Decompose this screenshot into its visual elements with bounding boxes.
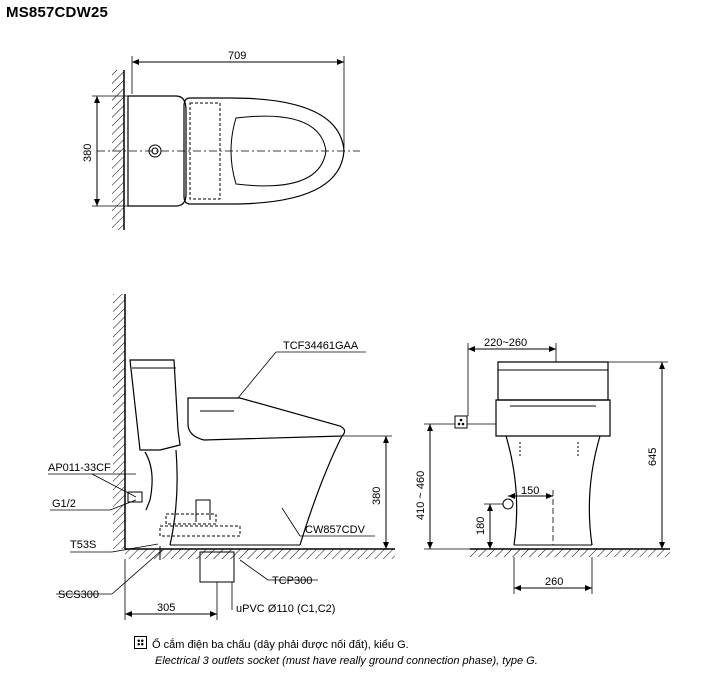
wall-hatch-side [113, 294, 125, 549]
bowl-opening-top [230, 115, 327, 187]
top-view: 709 380 [82, 50, 360, 230]
label-drain: uPVC Ø110 (C1,C2) [236, 603, 335, 615]
dim-380-top-label: 380 [82, 144, 94, 162]
tank-outline-front [497, 361, 609, 401]
tank-outline-side [129, 359, 181, 451]
angle-valve [127, 491, 143, 503]
legend-vi-row: Ổ cắm điện ba chấu (dây phải được nối đấ… [134, 636, 538, 653]
water-inlet-front [502, 498, 514, 510]
dim-709-label: 709 [228, 50, 246, 62]
side-view: TCF34461GAA AP011-33CF G1/2 T53S SCS300 … [48, 294, 395, 620]
label-bowl: CW857CDV [305, 524, 366, 536]
bowl-outline-front [505, 435, 601, 546]
legend-en-text: Electrical 3 outlets socket (must have r… [155, 655, 538, 667]
seat-outline-top [183, 97, 345, 205]
dim-410-460-label: 410 ~ 460 [415, 471, 427, 520]
label-seat: TCF34461GAA [283, 340, 359, 352]
model-title: MS857CDW25 [6, 4, 109, 21]
front-view: 220~260 645 410 ~ 460 150 180 260 [415, 337, 670, 594]
dim-180-label: 180 [475, 517, 487, 535]
dim-150-label: 150 [521, 485, 539, 497]
dim-220-260-label: 220~260 [484, 337, 527, 349]
label-flange: TCP300 [272, 575, 312, 587]
legend-vi-text: Ổ cắm điện ba chấu (dây phải được nối đấ… [152, 639, 409, 651]
wall-hatch-top [112, 70, 124, 230]
seat-unit-front [495, 399, 611, 437]
label-valve: AP011-33CF [48, 462, 111, 474]
dim-260-label: 260 [545, 576, 563, 588]
dim-305-label: 305 [157, 602, 175, 614]
electric-outlet-icon [134, 636, 147, 649]
label-bolt: T53S [70, 539, 96, 551]
seat-unit-side [187, 397, 346, 441]
label-pipe: G1/2 [52, 498, 76, 510]
legend: Ổ cắm điện ba chấu (dây phải được nối đấ… [134, 636, 538, 669]
tank-outline-top [127, 95, 187, 207]
dim-380-side-label: 380 [371, 487, 383, 505]
electric-outlet-symbol [454, 415, 468, 429]
dim-645-label: 645 [647, 448, 659, 466]
supply-hose [144, 451, 153, 511]
floor-hatch-side [125, 549, 395, 559]
bowl-outline-side [169, 435, 343, 546]
floor-hatch-front [470, 549, 670, 557]
label-seal: SCS300 [58, 589, 99, 601]
